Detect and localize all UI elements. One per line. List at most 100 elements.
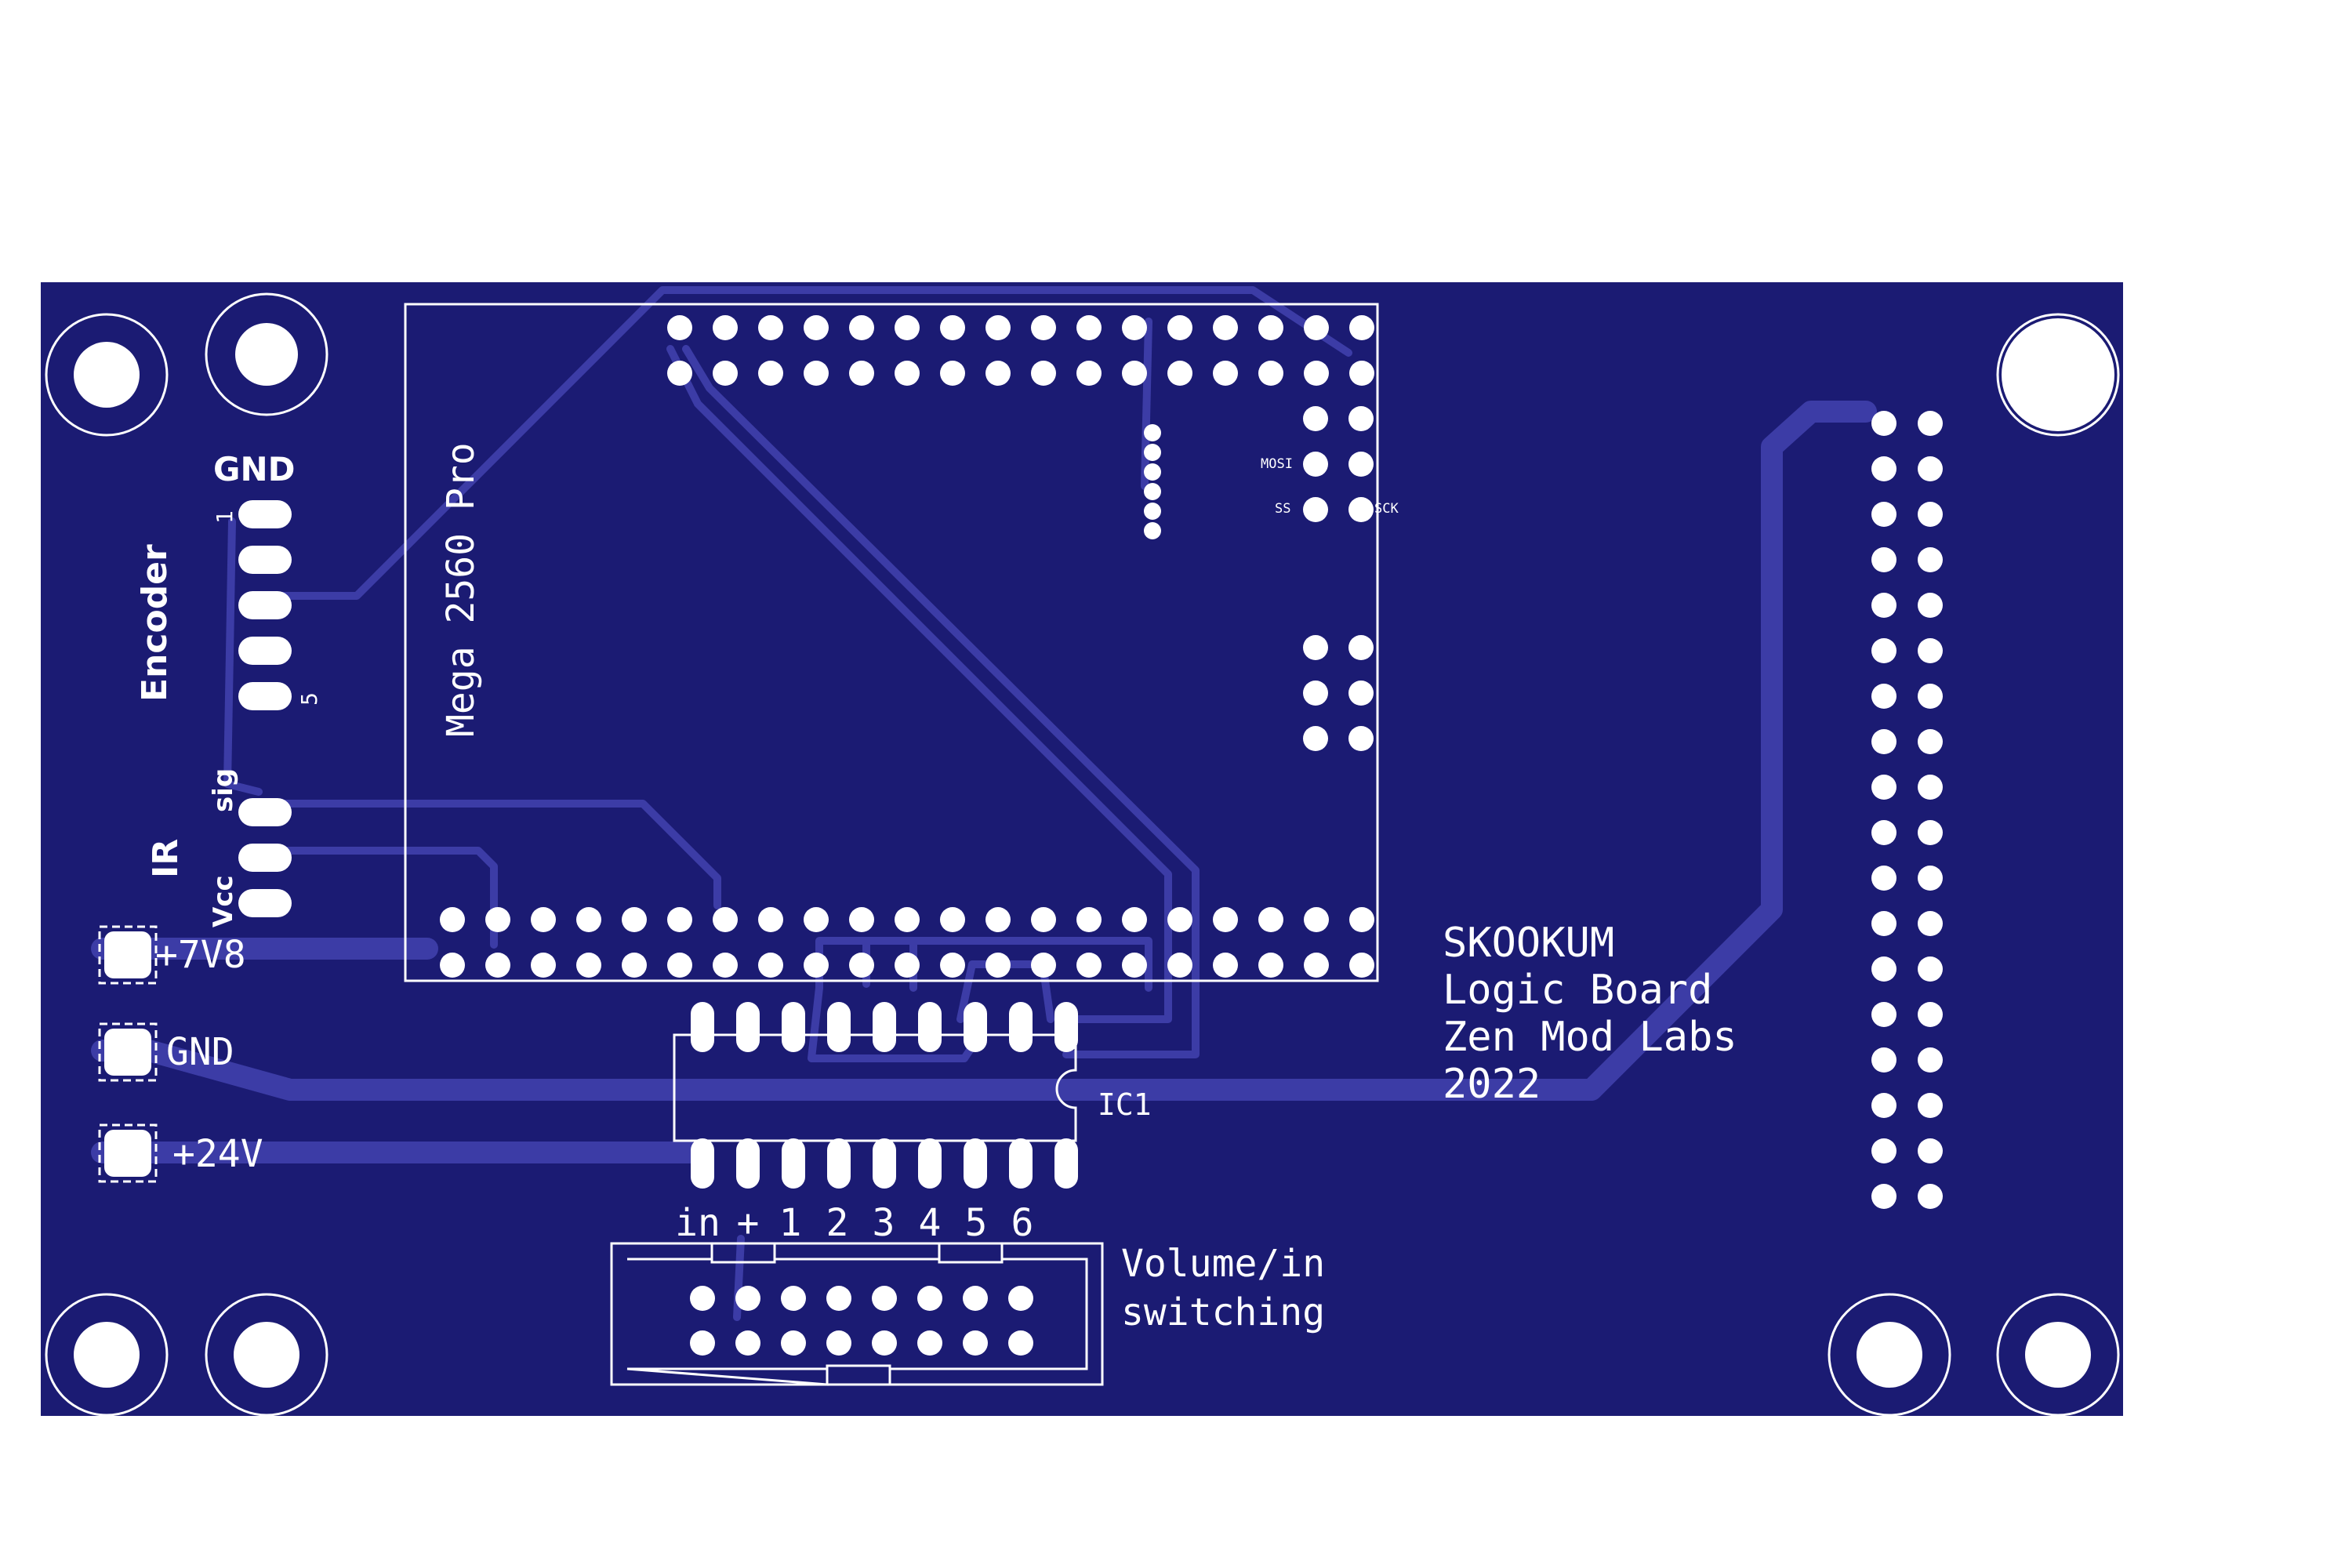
encoder-pin1-label: 1 <box>212 510 238 524</box>
header-pin-label: 6 <box>1011 1201 1034 1245</box>
mega-pin <box>1258 361 1283 386</box>
encoder-pad <box>238 591 292 619</box>
ribbon-pin <box>917 1286 942 1311</box>
ribbon-pin <box>690 1330 715 1356</box>
mega-pin <box>758 953 783 978</box>
sck-label: SCK <box>1374 501 1399 517</box>
mega-pin <box>940 315 965 340</box>
ic1-package <box>673 1033 1077 1142</box>
ic1-pin <box>1009 1002 1033 1052</box>
ic1-pin <box>691 1138 714 1189</box>
ribbon-pin <box>826 1286 851 1311</box>
header-pin-label: 2 <box>826 1201 849 1245</box>
pad-24v <box>104 1130 151 1177</box>
mega-pin <box>1304 953 1329 978</box>
ribbon-pin <box>917 1330 942 1356</box>
mega-pin <box>1031 315 1056 340</box>
header-pin <box>1871 1002 1896 1027</box>
pad-7v8-outline <box>98 925 158 985</box>
mega-pin <box>758 361 783 386</box>
header-pin <box>1871 1047 1896 1073</box>
mega-pin <box>940 953 965 978</box>
header-pin <box>1918 1093 1943 1118</box>
ic1-pin <box>782 1002 805 1052</box>
mosi-label: MOSI <box>1261 456 1293 472</box>
mega-pin <box>895 315 920 340</box>
ir-vcc-label: Vcc <box>208 875 239 927</box>
mega-pin <box>1258 953 1283 978</box>
header-pin <box>1918 638 1943 663</box>
mounting-hole-bl2 <box>205 1293 328 1417</box>
header-pin <box>1918 775 1943 800</box>
ic1-pin <box>873 1002 896 1052</box>
ic1-pin <box>827 1002 851 1052</box>
volume-label-line1: Volume/in <box>1121 1242 1325 1286</box>
ribbon-pin <box>826 1330 851 1356</box>
mega-pin <box>1258 315 1283 340</box>
header-pin <box>1918 866 1943 891</box>
mega-pin <box>1348 497 1374 522</box>
mega-pin <box>804 953 829 978</box>
mega-pin <box>1348 406 1374 431</box>
header-pin <box>1871 866 1896 891</box>
header-pin <box>1918 1184 1943 1209</box>
header-pin <box>1871 775 1896 800</box>
header-pin <box>1918 1138 1943 1163</box>
ribbon-pin <box>963 1286 988 1311</box>
mega-pin <box>1213 907 1238 932</box>
header-pin <box>1918 456 1943 481</box>
ic1-pin <box>1054 1002 1078 1052</box>
ribbon-pin <box>735 1286 760 1311</box>
ribbon-pin <box>872 1286 897 1311</box>
mega-pin <box>940 907 965 932</box>
mega-pin <box>849 907 874 932</box>
mega-pin <box>1031 907 1056 932</box>
mega-pin <box>531 953 556 978</box>
mega-pin <box>440 953 465 978</box>
ic1-pin <box>1054 1138 1078 1189</box>
mega-pin <box>622 953 647 978</box>
mounting-hole-tl1 <box>45 313 169 437</box>
ir-label: IR <box>146 839 186 878</box>
via <box>1144 483 1161 500</box>
ribbon-pin <box>872 1330 897 1356</box>
mounting-holes <box>45 292 2120 1417</box>
header-pin-label: 3 <box>873 1201 895 1245</box>
header-pin <box>1871 456 1896 481</box>
pad-gnd-label: GND <box>166 1030 234 1074</box>
mega-pin <box>713 953 738 978</box>
ic1-pin <box>918 1138 942 1189</box>
header-pin <box>1918 547 1943 572</box>
header-pin <box>1871 1138 1896 1163</box>
mounting-hole-bl1 <box>45 1293 169 1417</box>
header-pin <box>1871 956 1896 982</box>
header-pin <box>1871 502 1896 527</box>
mega-pin <box>1076 315 1102 340</box>
header-pin <box>1918 1047 1943 1073</box>
header-pin <box>1871 911 1896 936</box>
ic1-pin <box>736 1002 760 1052</box>
ss-label: SS <box>1275 501 1290 517</box>
header-pin <box>1918 729 1943 754</box>
header-pin <box>1918 911 1943 936</box>
mega-pin <box>1349 953 1374 978</box>
mega-pin <box>1076 361 1102 386</box>
mega-pin <box>667 315 692 340</box>
mega-pin <box>1303 406 1328 431</box>
mega-pin <box>1349 361 1374 386</box>
mounting-hole-br2 <box>1996 1293 2120 1417</box>
right-pin-header <box>1871 411 1943 1209</box>
ribbon-header-pins <box>690 1286 1033 1356</box>
mounting-hole-tr <box>1996 313 2120 437</box>
mega-pin <box>1213 361 1238 386</box>
mega-pin <box>1076 907 1102 932</box>
header-pin <box>1871 1184 1896 1209</box>
mega-pin <box>1349 907 1374 932</box>
mega-pin <box>485 953 510 978</box>
mega-pin <box>1167 907 1192 932</box>
mega-pin <box>1348 452 1374 477</box>
mega-pin <box>804 361 829 386</box>
encoder-pad <box>238 500 292 528</box>
via <box>1144 522 1161 539</box>
